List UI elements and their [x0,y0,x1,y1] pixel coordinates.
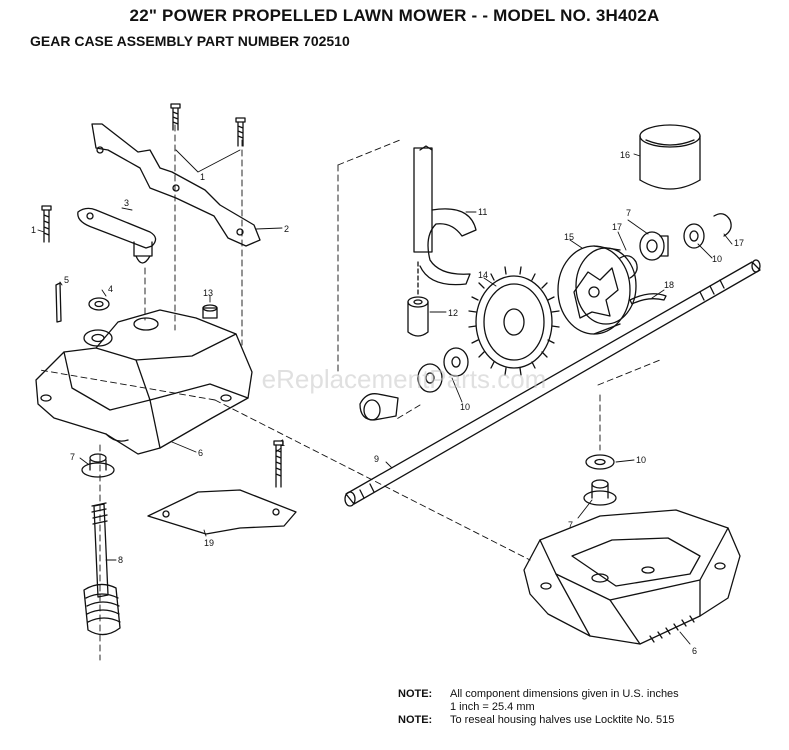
assembly-guide-lines [39,124,661,661]
callout-3: 3 [124,198,129,208]
lower-housing-half [523,509,741,645]
note-row-2: 1 inch = 25.4 mm [398,701,679,714]
part-5-pin [55,282,62,323]
note-key [398,701,450,714]
part-15-clutch [557,245,637,335]
callout-7-left: 7 [70,452,75,462]
part-7-lower-bushing [583,479,617,506]
part-4-washer [88,297,110,311]
note-text: All component dimensions given in U.S. i… [450,688,679,700]
parts-7-10-right-group [639,223,705,261]
callout-17-a: 17 [612,222,622,232]
part-7-bushing-left [81,453,115,478]
callout-1-top: 1 [200,172,205,182]
note-key: NOTE: [398,688,433,700]
callout-19: 19 [204,538,214,548]
part-16-sleeve [639,124,701,190]
part-12-bushing [407,261,429,337]
note-text: 1 inch = 25.4 mm [450,701,535,713]
part-17-snap-rings [619,213,732,279]
callout-10-left: 10 [460,402,470,412]
notes-block: NOTE: All component dimensions given in … [398,688,679,727]
callout-1-left: 1 [31,225,36,235]
part-14-gear [468,266,560,376]
diagram-title: 22" POWER PROPELLED LAWN MOWER - - MODEL… [129,6,660,25]
callout-16: 16 [620,150,630,160]
part-10-lower-washer [585,454,615,470]
callout-18: 18 [664,280,674,290]
part-13-plug [202,304,218,319]
callout-10-right: 10 [712,254,722,264]
callout-14: 14 [478,270,488,280]
callout-13: 13 [203,288,213,298]
callout-15: 15 [564,232,574,242]
callout-4: 4 [108,284,113,294]
callout-6-upper: 6 [198,448,203,458]
callout-8: 8 [118,555,123,565]
diagram-subtitle: GEAR CASE ASSEMBLY PART NUMBER 702510 [30,33,350,49]
part-18-key [629,293,667,305]
callout-2: 2 [284,224,289,234]
note-text: To reseal housing halves use Locktite No… [450,714,675,726]
part-11-shift-fork [413,145,477,286]
part-3-lever [77,207,157,264]
callout-12: 12 [448,308,458,318]
part-10-left-washers [359,347,469,421]
callout-11: 11 [478,207,487,217]
callout-1-bottom: 1 [280,438,285,448]
callout-7-lower: 7 [568,520,573,530]
watermark-text: eReplacementParts.com [262,364,547,394]
callout-9: 9 [374,454,379,464]
callout-7-right: 7 [626,208,631,218]
part-19-plate [147,489,297,535]
part-8-worm-shaft [83,502,121,636]
leader-lines [37,149,733,645]
note-row-1: NOTE: All component dimensions given in … [398,688,679,701]
callout-10-lower: 10 [636,455,646,465]
part-1-bolts [41,103,284,488]
note-key: NOTE: [398,714,433,726]
callout-17-b: 17 [734,238,744,248]
note-row-3: NOTE: To reseal housing halves use Lockt… [398,714,679,727]
part-2-bracket [91,123,261,247]
part-9-axle [344,259,761,507]
callout-labels: 1 1 1 1 2 3 4 5 13 7 8 19 6 9 10 11 12 1… [31,150,744,656]
upper-housing-half [35,309,253,455]
callout-5: 5 [64,275,69,285]
callout-6-lower: 6 [692,646,697,656]
